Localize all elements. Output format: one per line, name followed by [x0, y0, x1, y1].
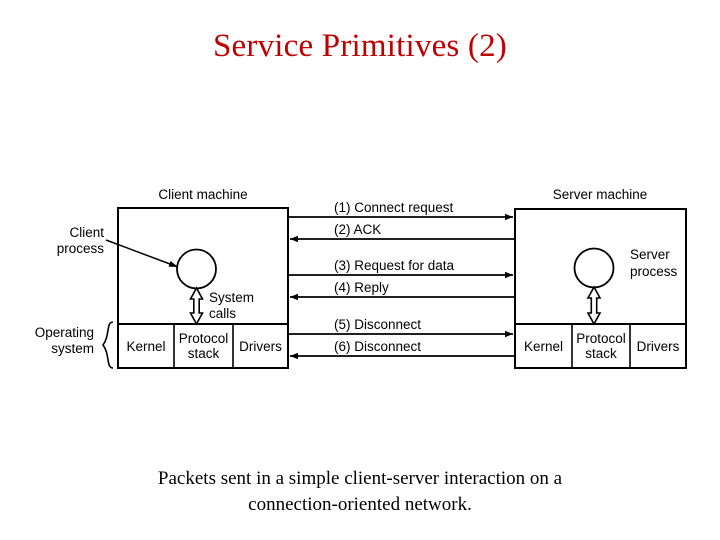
- caption-line-1: Packets sent in a simple client-server i…: [157, 468, 563, 489]
- client-machine-group: Client machine System calls Kernel Proto…: [35, 187, 289, 369]
- client-machine-label: Client machine: [158, 187, 247, 202]
- message-label-5: (5) Disconnect: [334, 317, 421, 332]
- client-protocol-stack-label-line2: stack: [188, 346, 220, 361]
- message-label-2: (2) ACK: [334, 222, 381, 237]
- message-arrows-group: (1) Connect request (2) ACK (3) Request …: [288, 200, 515, 360]
- server-process-label-line1: Server: [630, 247, 670, 262]
- server-protocol-stack-label-line2: stack: [585, 346, 617, 361]
- client-process-circle: [176, 248, 217, 290]
- server-process-label-line2: process: [630, 264, 678, 279]
- slide-caption: Packets sent in a simple client-server i…: [110, 466, 610, 518]
- client-system-calls-label-line1: System: [209, 290, 254, 305]
- client-os-label-line2: system: [51, 341, 94, 356]
- server-system-calls-arrow: [586, 285, 602, 326]
- client-kernel-label: Kernel: [126, 339, 165, 354]
- client-process-label-line2: process: [57, 241, 105, 256]
- client-process-leader-arrow: [105, 239, 179, 268]
- message-label-6: (6) Disconnect: [334, 339, 421, 354]
- server-drivers-label: Drivers: [637, 339, 680, 354]
- client-drivers-label: Drivers: [239, 339, 282, 354]
- client-process-label-line1: Client: [69, 225, 104, 240]
- client-machine-box: [117, 207, 289, 369]
- message-label-1: (1) Connect request: [334, 200, 454, 215]
- caption-line-2: connection-oriented network.: [248, 494, 472, 515]
- client-os-brace: [101, 321, 114, 369]
- client-system-calls-arrow: [189, 286, 204, 326]
- message-label-3: (3) Request for data: [334, 258, 455, 273]
- client-protocol-stack-label-line1: Protocol: [179, 331, 229, 346]
- server-kernel-label: Kernel: [524, 339, 563, 354]
- server-process-circle: [573, 247, 615, 289]
- client-os-label-line1: Operating: [35, 325, 94, 340]
- server-machine-box: [514, 208, 687, 369]
- server-protocol-stack-label-line1: Protocol: [576, 331, 626, 346]
- slide-title: Service Primitives (2): [212, 28, 507, 64]
- message-label-4: (4) Reply: [334, 280, 389, 295]
- client-system-calls-label-line2: calls: [209, 306, 236, 321]
- server-machine-group: Server machine Server process Kernel Pro…: [514, 187, 687, 369]
- server-machine-label: Server machine: [553, 187, 648, 202]
